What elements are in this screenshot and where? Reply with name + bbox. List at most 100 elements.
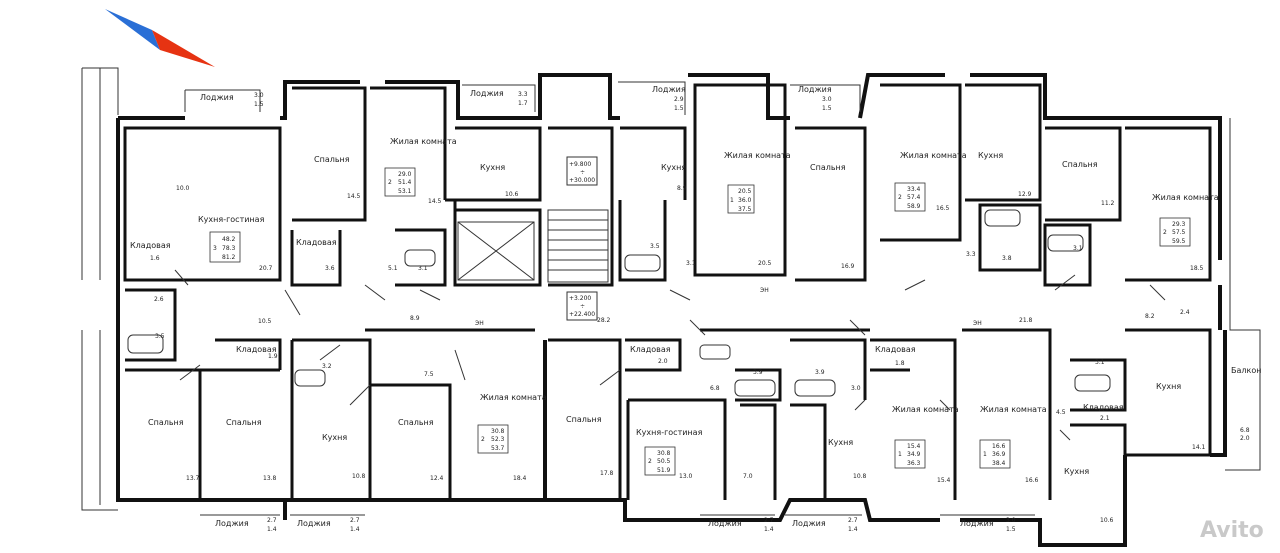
apartment-area: 81.2 — [222, 254, 236, 261]
room-area: 13.8 — [263, 475, 277, 482]
room-area: 13.7 — [186, 475, 200, 482]
room-area: 10.6 — [1100, 517, 1114, 524]
apartment-area: 29.0 — [398, 171, 412, 178]
room-label: Кухня — [978, 151, 1003, 160]
area-label: 8.2 — [1145, 313, 1155, 320]
room-label: Кухня — [480, 163, 505, 172]
apartment-rooms: 1 — [983, 451, 987, 458]
apartment-area: 36.9 — [992, 451, 1006, 458]
room-label: Спальня — [810, 163, 846, 172]
area-label: 3.0 — [851, 385, 861, 392]
apartment-area: 78.3 — [222, 245, 236, 252]
apartment-area: 38.4 — [992, 460, 1006, 467]
elevation-mark: ÷ — [580, 303, 585, 310]
area-label: 20.7 — [259, 265, 273, 272]
apartment-rooms: 1 — [898, 451, 902, 458]
apartment-area: 34.9 — [907, 451, 921, 458]
elevation-mark: +9.800 — [569, 161, 591, 168]
room-label: Спальня — [566, 415, 602, 424]
loggia-dims: 1.4 — [350, 526, 360, 533]
loggia-dims: 1.7 — [518, 100, 528, 107]
room-area: 1.9 — [268, 353, 278, 360]
area-label: 3.8 — [1002, 255, 1012, 262]
area-label: 8.9 — [410, 315, 420, 322]
area-label: 5.1 — [388, 265, 398, 272]
interior-walls — [123, 83, 1212, 500]
shaft-mark: ЭН — [760, 287, 769, 294]
area-label: 4.5 — [1056, 409, 1066, 416]
room-label: Спальня — [148, 418, 184, 427]
loggia-dims: 1.4 — [764, 526, 774, 533]
loggia-dims: 1.4 — [848, 526, 858, 533]
room-area: 2.1 — [1100, 415, 1110, 422]
room-area: 17.8 — [600, 470, 614, 477]
elevation-mark: +3.200 — [569, 295, 591, 302]
apartment-rooms: 2 — [1163, 229, 1167, 236]
room-area: 18.4 — [513, 475, 527, 482]
loggia-dims: 1.5 — [674, 105, 684, 112]
apartment-area: 29.3 — [1172, 221, 1186, 228]
loggia-label: Лоджия — [215, 519, 249, 528]
room-label: Жилая комната — [892, 405, 959, 414]
room-label: Спальня — [226, 418, 262, 427]
apartment-area: 36.3 — [907, 460, 921, 467]
room-label: Кладовая — [296, 238, 337, 247]
room-label: Кухня — [1064, 467, 1089, 476]
room-label: Кухня-гостиная — [636, 428, 703, 437]
room-area: 13.0 — [679, 473, 693, 480]
loggia-dims: 2.9 — [674, 96, 684, 103]
area-label: 28.2 — [597, 317, 611, 324]
loggia-label: Лоджия — [792, 519, 826, 528]
loggia-label: Лоджия — [652, 85, 686, 94]
apartment-area: 33.4 — [907, 186, 921, 193]
compass-icon — [105, 9, 215, 67]
area-label: 10.0 — [176, 185, 190, 192]
area-label: 21.8 — [1019, 317, 1033, 324]
area-label: 3.1 — [686, 260, 696, 267]
area-label: 7.0 — [743, 473, 753, 480]
loggia-dims: 1.5 — [822, 105, 832, 112]
apartment-area: 57.4 — [907, 194, 921, 201]
area-label: 3.1 — [1095, 359, 1105, 366]
room-label: Кладовая — [1083, 403, 1124, 412]
apartment-rooms: 3 — [213, 245, 217, 252]
apartment-area: 53.1 — [398, 188, 412, 195]
loggia-dims: 3.0 — [1006, 517, 1016, 524]
loggia-dims: 2.7 — [848, 517, 858, 524]
apartment-rooms: 2 — [388, 179, 392, 186]
area-label: 3.9 — [815, 369, 825, 376]
room-area: 12.9 — [1018, 191, 1032, 198]
balcony-dims: 2.0 — [1240, 435, 1250, 442]
area-label: 3.5 — [155, 333, 165, 340]
room-label: Жилая комната — [1152, 193, 1219, 202]
room-area: 10.8 — [853, 473, 867, 480]
room-area: 16.9 — [841, 263, 855, 270]
loggia-label: Лоджия — [200, 93, 234, 102]
area-label: 6.8 — [710, 385, 720, 392]
apartment-rooms: 2 — [648, 458, 652, 465]
area-label: 3.5 — [650, 243, 660, 250]
room-area: 20.5 — [758, 260, 772, 267]
room-label: Спальня — [398, 418, 434, 427]
loggia-label: Лоджия — [470, 89, 504, 98]
room-label: Жилая комната — [980, 405, 1047, 414]
area-label: 3.2 — [322, 363, 332, 370]
room-area: 15.4 — [937, 477, 951, 484]
apartment-area: 30.8 — [657, 450, 671, 457]
bathroom-fixtures — [127, 209, 1111, 397]
area-label: 10.5 — [258, 318, 272, 325]
apartment-area: 36.0 — [738, 197, 752, 204]
room-label: Жилая комната — [900, 151, 967, 160]
room-label: Жилая комната — [724, 151, 791, 160]
room-label: Кухня — [661, 163, 686, 172]
room-area: 10.8 — [352, 473, 366, 480]
shaft-mark: ЭН — [973, 320, 982, 327]
room-area: 16.6 — [1025, 477, 1039, 484]
loggia-dims: 3.0 — [254, 92, 264, 99]
area-label: 2.6 — [154, 296, 164, 303]
loggia-label: Лоджия — [798, 85, 832, 94]
room-area: 3.6 — [325, 265, 335, 272]
apartment-area: 51.4 — [398, 179, 412, 186]
area-label: 3.9 — [753, 369, 763, 376]
